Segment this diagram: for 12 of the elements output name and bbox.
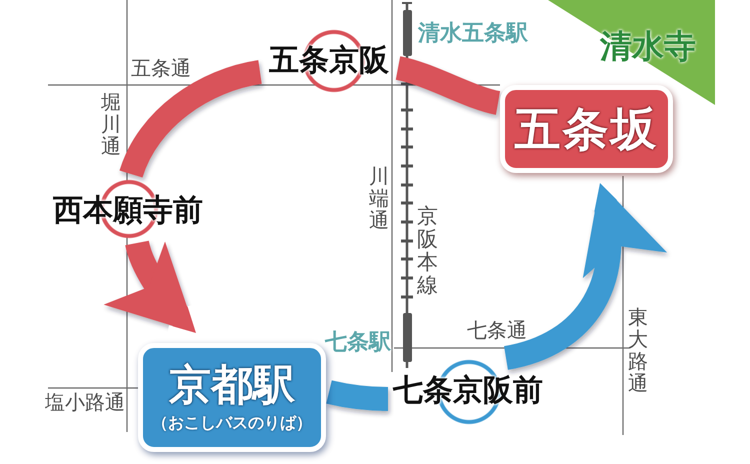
station-name: 京都駅 (169, 364, 295, 406)
station-name: 清水五条駅 (418, 22, 528, 44)
bus-route-line (120, 60, 262, 178)
destination-name: 五条坂 (514, 106, 658, 152)
street-name: 五条通 (131, 59, 191, 79)
bus-route-line (395, 56, 501, 115)
station-name: 七条駅 (325, 331, 391, 353)
street-name: 川端通 (369, 166, 389, 232)
railway-line-name: 京阪本線 (417, 205, 438, 298)
bus-route-line (326, 380, 388, 411)
street-name: 堀川通 (101, 92, 121, 158)
boarding-note: （おこしバスのりば） (152, 416, 312, 432)
